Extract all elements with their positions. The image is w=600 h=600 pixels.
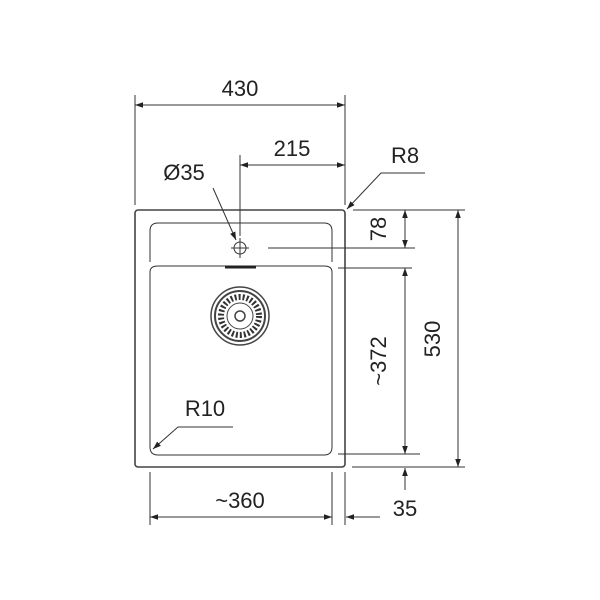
svg-text:R10: R10 — [185, 396, 225, 421]
dim-bowl-width: ~360 — [149, 472, 346, 525]
dim-total-length: 530 — [352, 210, 465, 468]
dim-outer-radius: R8 — [346, 143, 425, 210]
svg-text:~360: ~360 — [215, 488, 265, 513]
dim-rim-side: 35 — [346, 468, 417, 521]
dim-bowl-radius: R10 — [152, 396, 233, 450]
svg-text:Ø35: Ø35 — [163, 160, 205, 185]
svg-text:215: 215 — [274, 136, 311, 161]
dim-top-rim: 78 — [268, 209, 465, 249]
drain-strainer-icon — [210, 286, 270, 346]
tap-hole — [231, 238, 249, 258]
svg-text:35: 35 — [393, 496, 417, 521]
svg-text:530: 530 — [420, 321, 445, 358]
svg-text:78: 78 — [366, 217, 391, 241]
svg-text:430: 430 — [222, 76, 259, 101]
svg-text:~372: ~372 — [366, 336, 391, 386]
svg-text:R8: R8 — [391, 143, 419, 168]
dim-bowl-length: ~372 — [338, 267, 420, 455]
dim-tap-hole: Ø35 — [163, 160, 237, 241]
dim-tap-offset: 215 — [239, 136, 345, 236]
dim-total-width: 430 — [134, 76, 346, 205]
